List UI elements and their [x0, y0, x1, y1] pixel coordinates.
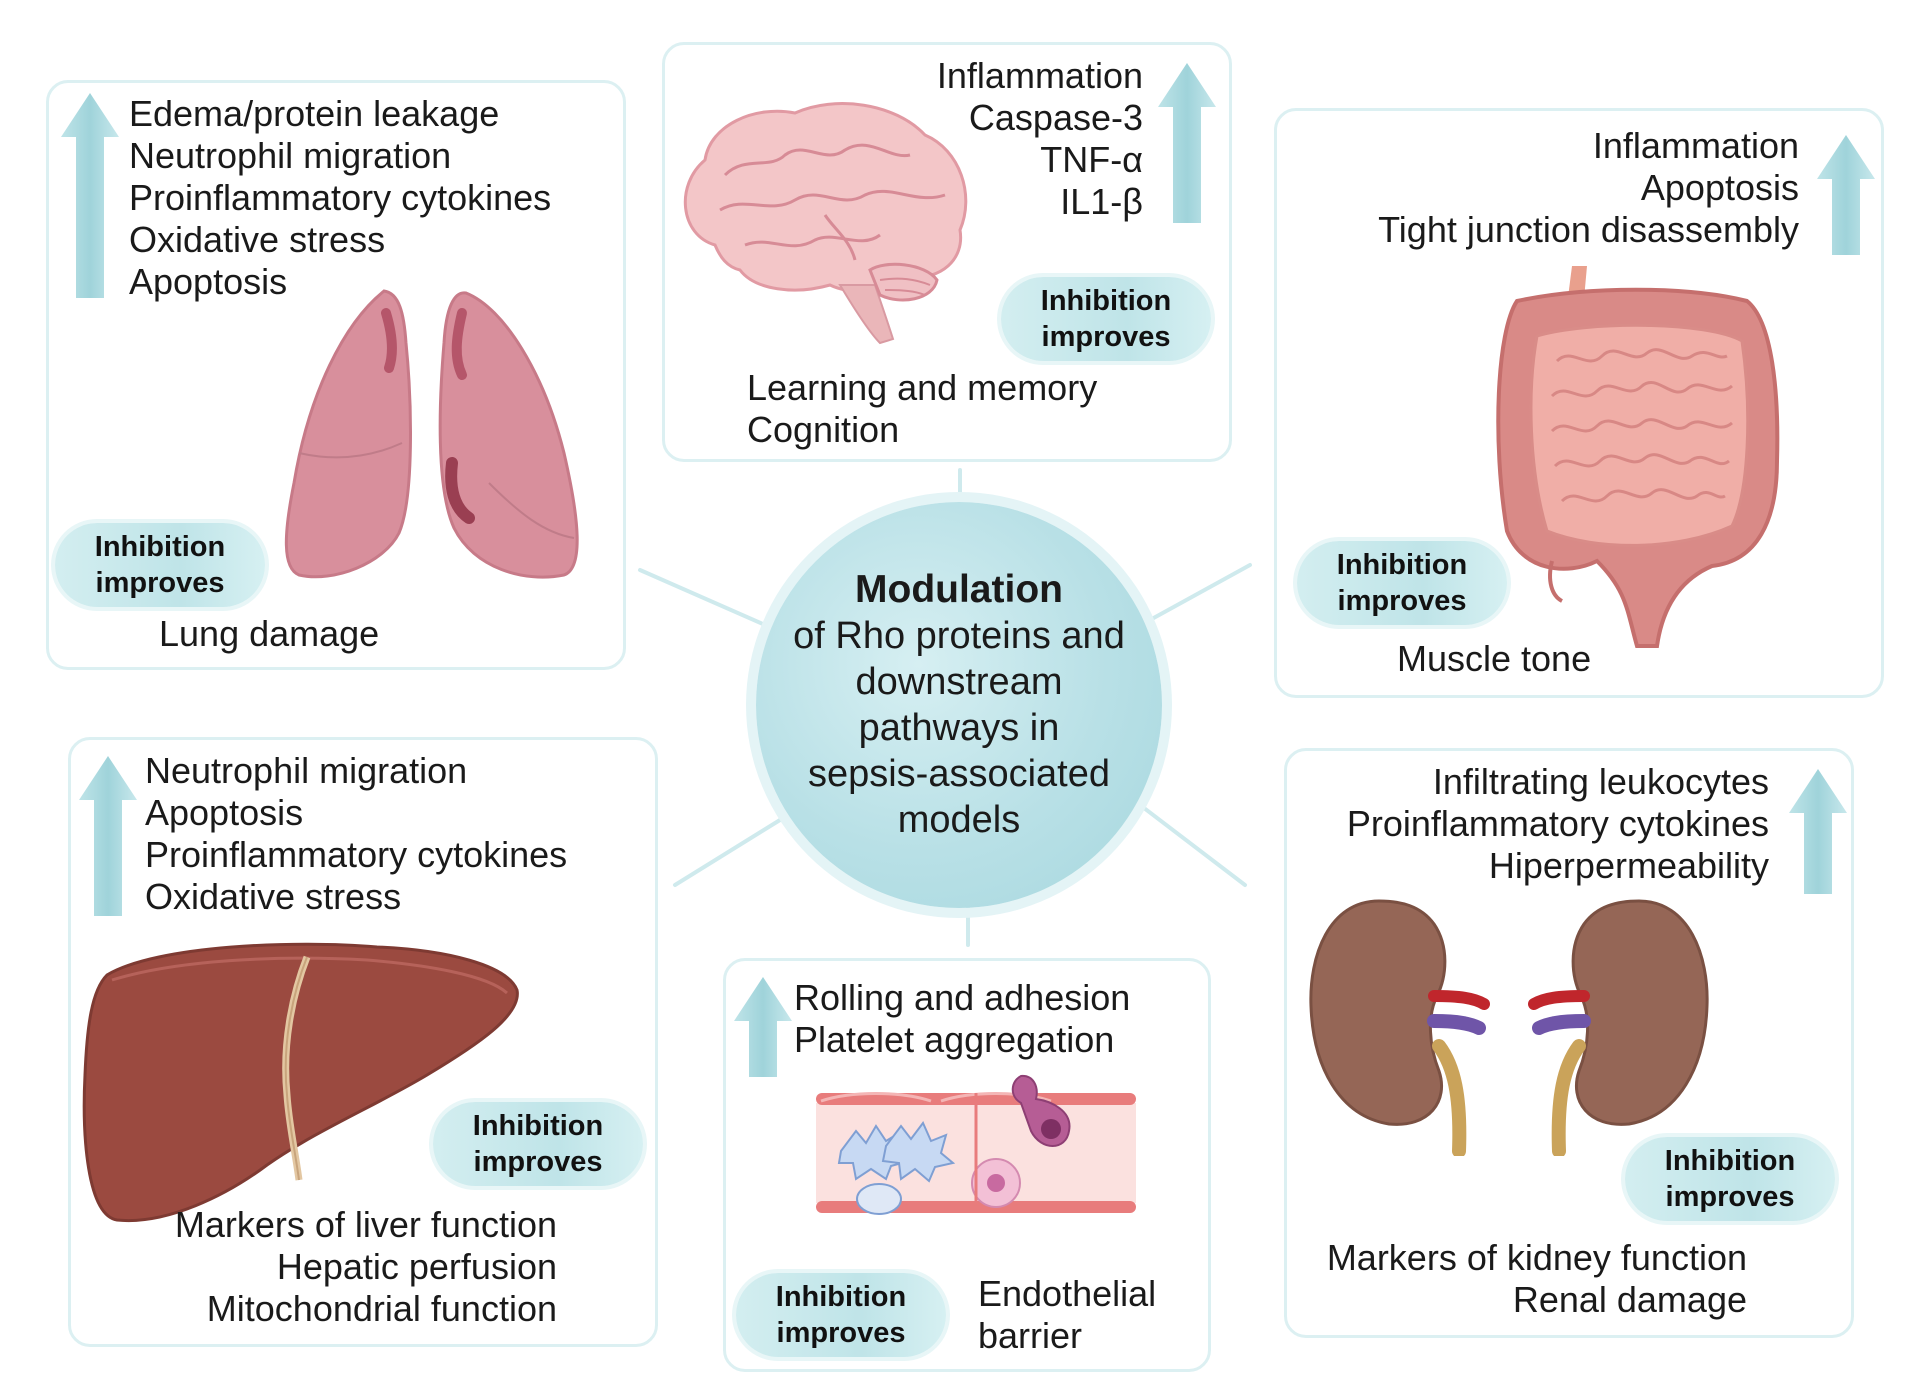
- lung-increased-item: Apoptosis: [129, 261, 288, 302]
- lung-increased-item: Proinflammatory cytokines: [129, 177, 552, 218]
- lungs-icon: [284, 289, 579, 579]
- vessel-improved-item: Endothelial: [978, 1273, 1157, 1314]
- up-arrow-icon: [1789, 769, 1847, 894]
- liver-icon: [82, 942, 519, 1223]
- up-arrow-icon: [61, 93, 119, 298]
- liver-increased-item: Neutrophil migration: [145, 750, 468, 791]
- intestine-improved-item: Muscle tone: [1397, 638, 1592, 679]
- center-line: sepsis-associated: [807, 753, 1111, 795]
- brain-increased-item: TNF-α: [1040, 139, 1143, 180]
- center-line: downstream: [855, 661, 1063, 703]
- lung-increased-list: Edema/protein leakage Neutrophil migrati…: [129, 93, 551, 303]
- brain-panel: Inflammation Caspase-3 TNF-α IL1-β Inhib…: [662, 42, 1232, 462]
- inhibition-improves-badge: Inhibition improves: [433, 1102, 643, 1186]
- lung-increased-item: Oxidative stress: [129, 219, 386, 260]
- center-line: pathways in: [858, 707, 1060, 749]
- liver-increased-list: Neutrophil migration Apoptosis Proinflam…: [145, 750, 567, 918]
- kidney-increased-item: Infiltrating leukocytes: [1432, 761, 1769, 802]
- brain-increased-list: Inflammation Caspase-3 TNF-α IL1-β: [937, 55, 1143, 223]
- liver-increased-item: Proinflammatory cytokines: [145, 834, 568, 875]
- center-line: of Rho proteins and: [793, 615, 1125, 657]
- lung-panel: Edema/protein leakage Neutrophil migrati…: [46, 80, 626, 670]
- kidney-increased-item: Hiperpermeability: [1488, 845, 1769, 886]
- liver-panel: Neutrophil migration Apoptosis Proinflam…: [68, 737, 658, 1347]
- inhibition-improves-badge: Inhibition improves: [1001, 277, 1211, 361]
- brain-improved-item: Learning and memory: [747, 367, 1098, 408]
- kidney-improved-item: Markers of kidney function: [1326, 1237, 1747, 1278]
- liver-improved-item: Markers of liver function: [174, 1204, 557, 1245]
- intestine-icon: [1496, 266, 1780, 648]
- brain-increased-item: Caspase-3: [968, 97, 1143, 138]
- vessel-increased-item: Rolling and adhesion: [794, 977, 1131, 1018]
- liver-increased-item: Oxidative stress: [145, 876, 402, 917]
- intestine-increased-item: Tight junction disassembly: [1378, 209, 1799, 250]
- brain-increased-item: IL1-β: [1060, 181, 1143, 222]
- intestine-improved-list: Muscle tone: [1397, 638, 1591, 680]
- up-arrow-icon: [734, 977, 792, 1077]
- inhibition-improves-badge: Inhibition improves: [736, 1273, 946, 1357]
- vessel-increased-item: Platelet aggregation: [794, 1019, 1115, 1060]
- kidney-improved-list: Markers of kidney function Renal damage: [1327, 1237, 1747, 1321]
- liver-improved-item: Hepatic perfusion: [276, 1246, 557, 1287]
- lung-increased-item: Neutrophil migration: [129, 135, 452, 176]
- intestine-panel: Inflammation Apoptosis Tight junction di…: [1274, 108, 1884, 698]
- brain-icon: [683, 102, 968, 345]
- up-arrow-icon: [1158, 63, 1216, 223]
- brain-increased-item: Inflammation: [936, 55, 1143, 96]
- lung-improved-item: Lung damage: [159, 613, 380, 654]
- center-title: Modulation: [855, 568, 1063, 611]
- brain-improved-list: Learning and memory Cognition: [747, 367, 1097, 451]
- lung-increased-item: Edema/protein leakage: [129, 93, 500, 134]
- center-line: models: [897, 799, 1021, 841]
- vessel-improved-list: Endothelial barrier: [978, 1273, 1156, 1357]
- intestine-increased-item: Inflammation: [1592, 125, 1799, 166]
- up-arrow-icon: [1817, 135, 1875, 255]
- vessel-improved-item: barrier: [978, 1315, 1083, 1356]
- liver-improved-item: Mitochondrial function: [206, 1288, 557, 1329]
- inhibition-improves-badge: Inhibition improves: [1297, 541, 1507, 625]
- liver-increased-item: Apoptosis: [145, 792, 304, 833]
- kidneys-icon: [1309, 899, 1709, 1156]
- up-arrow-icon: [79, 756, 137, 916]
- inhibition-improves-badge: Inhibition improves: [55, 523, 265, 607]
- kidney-panel: Infiltrating leukocytes Proinflammatory …: [1284, 748, 1854, 1338]
- vessel-increased-list: Rolling and adhesion Platelet aggregatio…: [794, 977, 1130, 1061]
- central-concept-circle: Modulation of Rho proteins and downstrea…: [756, 502, 1162, 908]
- kidney-increased-item: Proinflammatory cytokines: [1346, 803, 1769, 844]
- inhibition-improves-badge: Inhibition improves: [1625, 1137, 1835, 1221]
- blood-vessel-icon: [816, 1074, 1136, 1215]
- lung-improved-list: Lung damage: [159, 613, 379, 655]
- intestine-increased-item: Apoptosis: [1640, 167, 1799, 208]
- brain-improved-item: Cognition: [747, 409, 900, 450]
- kidney-increased-list: Infiltrating leukocytes Proinflammatory …: [1347, 761, 1769, 887]
- intestine-increased-list: Inflammation Apoptosis Tight junction di…: [1378, 125, 1799, 251]
- vessel-panel: Rolling and adhesion Platelet aggregatio…: [723, 958, 1211, 1372]
- liver-improved-list: Markers of liver function Hepatic perfus…: [175, 1204, 557, 1330]
- kidney-improved-item: Renal damage: [1512, 1279, 1747, 1320]
